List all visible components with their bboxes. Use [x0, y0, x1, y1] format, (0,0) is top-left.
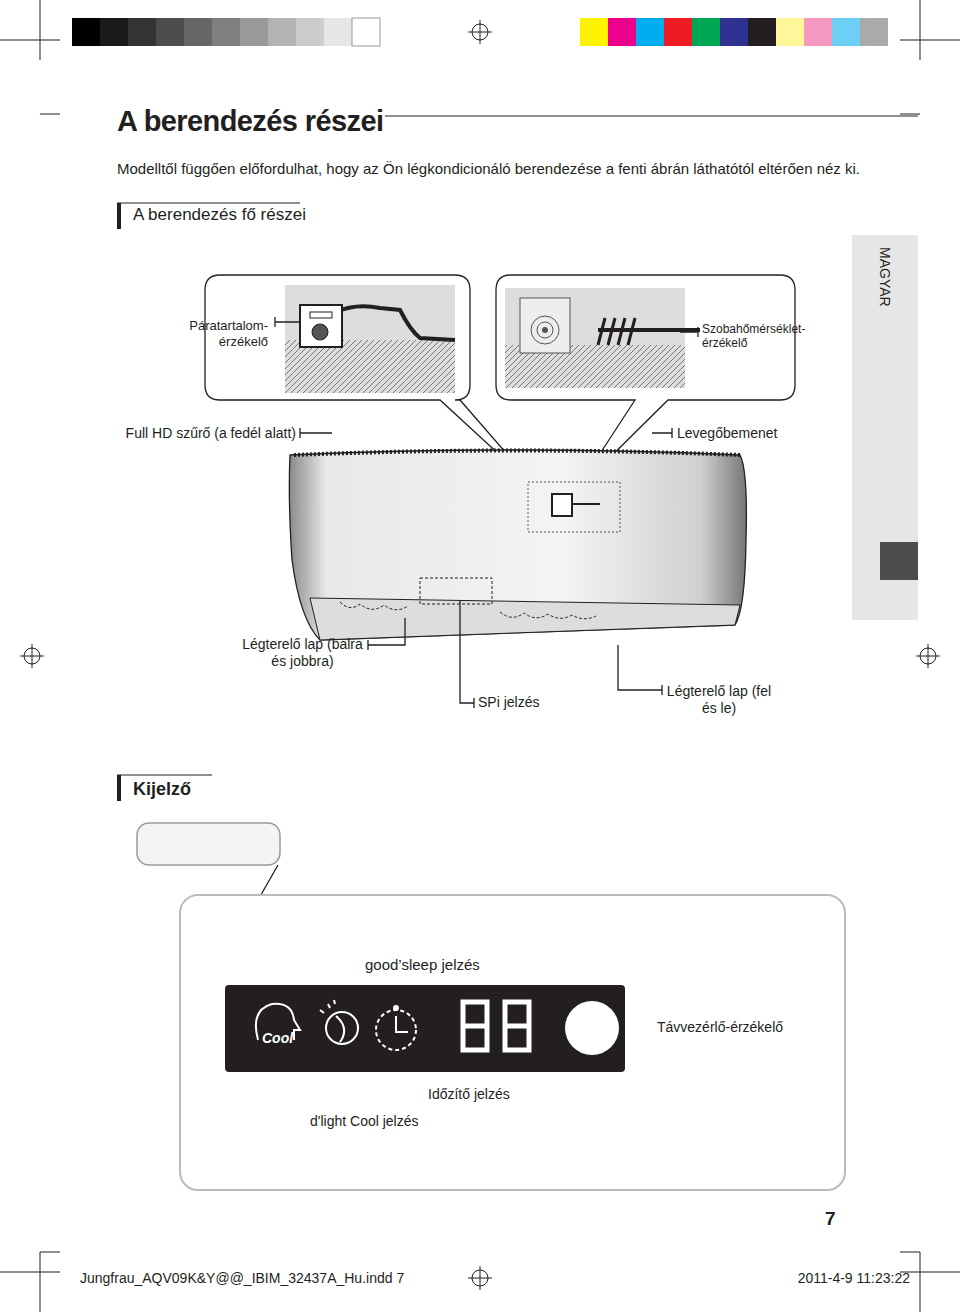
color-bar [580, 18, 888, 46]
icon-text: Cool [262, 1030, 308, 1047]
page-title: A berendezés részei [117, 104, 383, 139]
indicator-label: Időzítő jelzés [428, 1086, 578, 1103]
indicator-label: good’sleep jelzés [365, 956, 565, 974]
seven-segment [463, 1002, 529, 1050]
part-label: Légterelő lap (fel és le) [664, 683, 774, 717]
part-label: Páratartalom- érzékelő [178, 318, 268, 349]
display-icons [256, 1000, 416, 1050]
indicator-label: d'light Cool jelzés [310, 1113, 490, 1130]
indicator-label: Távvezérlő-érzékelő [657, 1019, 837, 1036]
part-label: Full HD szűrő (a fedél alatt) [80, 425, 296, 442]
tab-text: MAGYAR [877, 247, 894, 307]
grey-bar [72, 18, 380, 46]
language-tab: MAGYAR [852, 235, 918, 355]
section-heading: Kijelző [133, 779, 283, 801]
indoor-unit [289, 450, 746, 640]
part-label: SPi jelzés [478, 694, 598, 711]
footer-text: 2011-4-9 11:23:22 [760, 1270, 910, 1287]
page-number: 7 [825, 1208, 855, 1231]
note: Modelltől függően előfordulhat, hogy az … [117, 160, 877, 178]
section-heading: A berendezés fő részei [133, 205, 433, 225]
sensor-detail [285, 285, 700, 393]
part-label: Levegőbemenet [677, 425, 847, 442]
part-label: Légterelő lap (balra és jobbra) [240, 636, 365, 670]
remote-sensor [565, 1001, 619, 1055]
part-label: Szobahőmérséklet- érzékelő [702, 322, 822, 351]
footer-text: Jungfrau_AQV09K&Y@@_IBIM_32437A_Hu.indd … [80, 1270, 460, 1287]
